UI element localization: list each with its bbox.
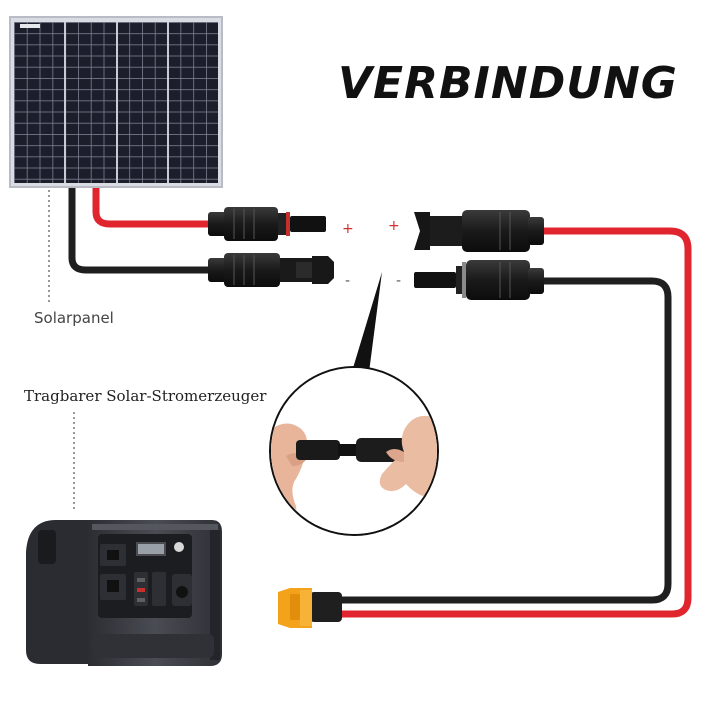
mc4-connector-negative-right	[414, 260, 544, 300]
solar-panel-label: Solarpanel	[34, 309, 114, 327]
callout-pointer	[350, 272, 382, 380]
generator-label: Tragbarer Solar-Stromerzeuger	[24, 387, 266, 405]
plus-sign-right: +	[388, 219, 400, 233]
mc4-connector-positive-left	[208, 207, 326, 241]
minus-sign-right: -	[396, 274, 401, 288]
xt60-connector	[278, 588, 342, 628]
mc4-connector-negative-left	[208, 253, 334, 287]
portable-power-station	[26, 520, 222, 666]
solar-panel	[10, 17, 222, 187]
minus-sign-left: -	[345, 274, 350, 288]
page-title: VERBINDUNG	[338, 62, 678, 106]
positive-cable-panel	[96, 188, 214, 224]
plus-sign-left: +	[342, 222, 354, 236]
mc4-connector-positive-right	[414, 210, 544, 252]
zoom-circle	[270, 367, 440, 538]
